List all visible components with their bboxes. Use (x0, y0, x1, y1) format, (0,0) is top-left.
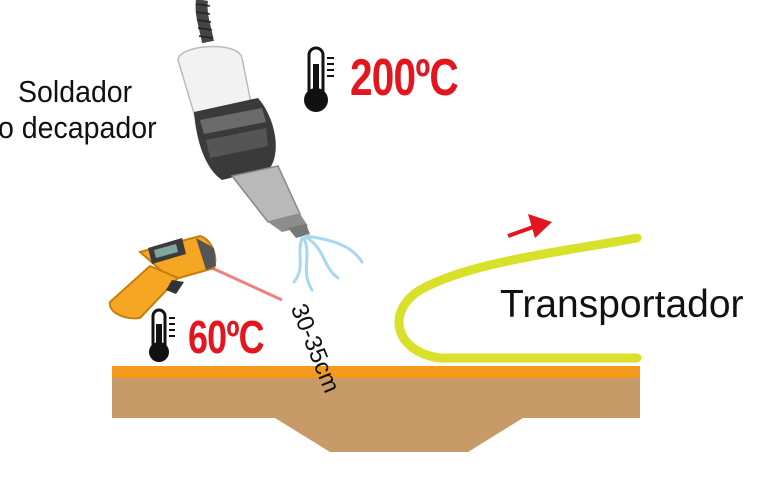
direction-arrow-icon (507, 214, 552, 238)
base-profile (112, 378, 640, 452)
temperature-high-label: 200ºC (350, 49, 459, 107)
membrane-layer (112, 366, 640, 378)
air-stream (292, 234, 364, 292)
thermometer-icon (304, 46, 334, 112)
tool-label-line2: o decapador (0, 110, 157, 145)
infrared-thermometer-icon (108, 234, 283, 320)
conveyor-belt (394, 233, 642, 363)
heat-gun-icon (177, 0, 310, 238)
tool-label-line1: Soldador (18, 74, 133, 109)
conveyor-label: Transportador (500, 283, 744, 326)
temperature-low-label: 60ºC (188, 311, 265, 363)
thermometer-icon (149, 308, 175, 362)
